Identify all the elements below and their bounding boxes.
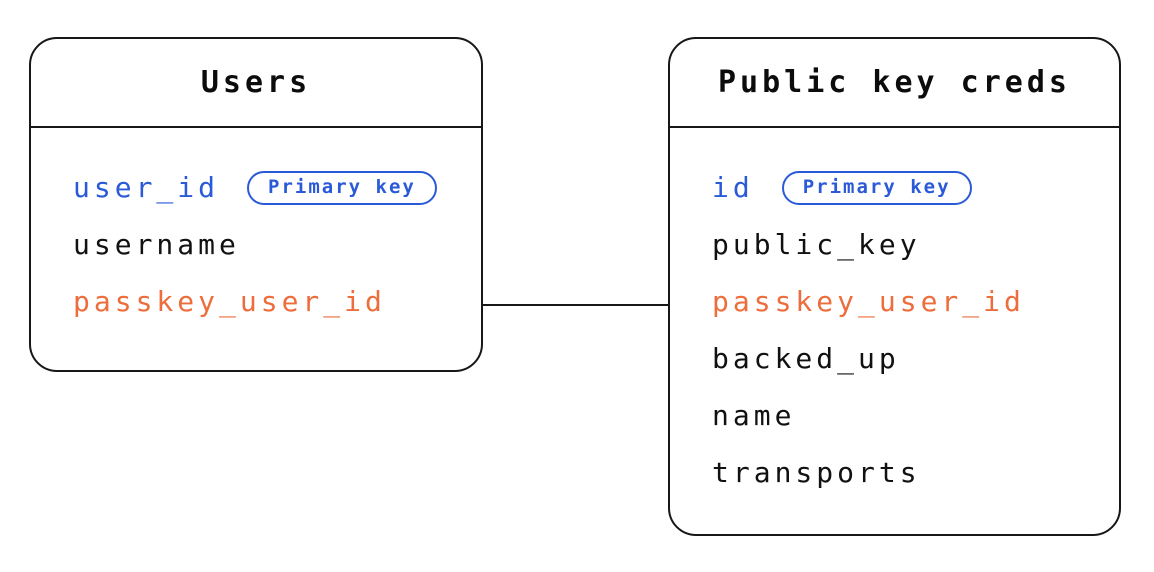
table-public-key-creds: Public key creds id Primary key public_key… [668,37,1121,536]
field-row: user_id Primary key [73,159,463,216]
field-row: transports [712,444,1101,501]
field-row: username [73,216,463,273]
table-title: Users [200,65,312,100]
field-name: name [712,399,796,432]
field-name: public_key [712,228,921,261]
field-row: passkey_user_id [712,273,1101,330]
field-name: id [712,171,754,204]
table-public-key-creds-header: Public key creds [670,39,1119,128]
primary-key-badge: Primary key [247,170,437,205]
primary-key-badge: Primary key [781,170,972,205]
relationship-line [481,304,670,306]
field-name: username [73,228,240,261]
field-row: backed_up [712,330,1101,387]
field-row: name [712,387,1101,444]
table-users-header: Users [31,39,481,128]
table-title: Public key creds [718,65,1071,100]
field-row: public_key [712,216,1101,273]
field-row: passkey_user_id [73,273,463,330]
field-name: transports [712,456,921,489]
field-name: backed_up [712,342,900,375]
field-name: passkey_user_id [712,285,1025,318]
field-row: id Primary key [712,159,1101,216]
field-name: user_id [73,171,220,204]
field-name: passkey_user_id [73,285,386,318]
